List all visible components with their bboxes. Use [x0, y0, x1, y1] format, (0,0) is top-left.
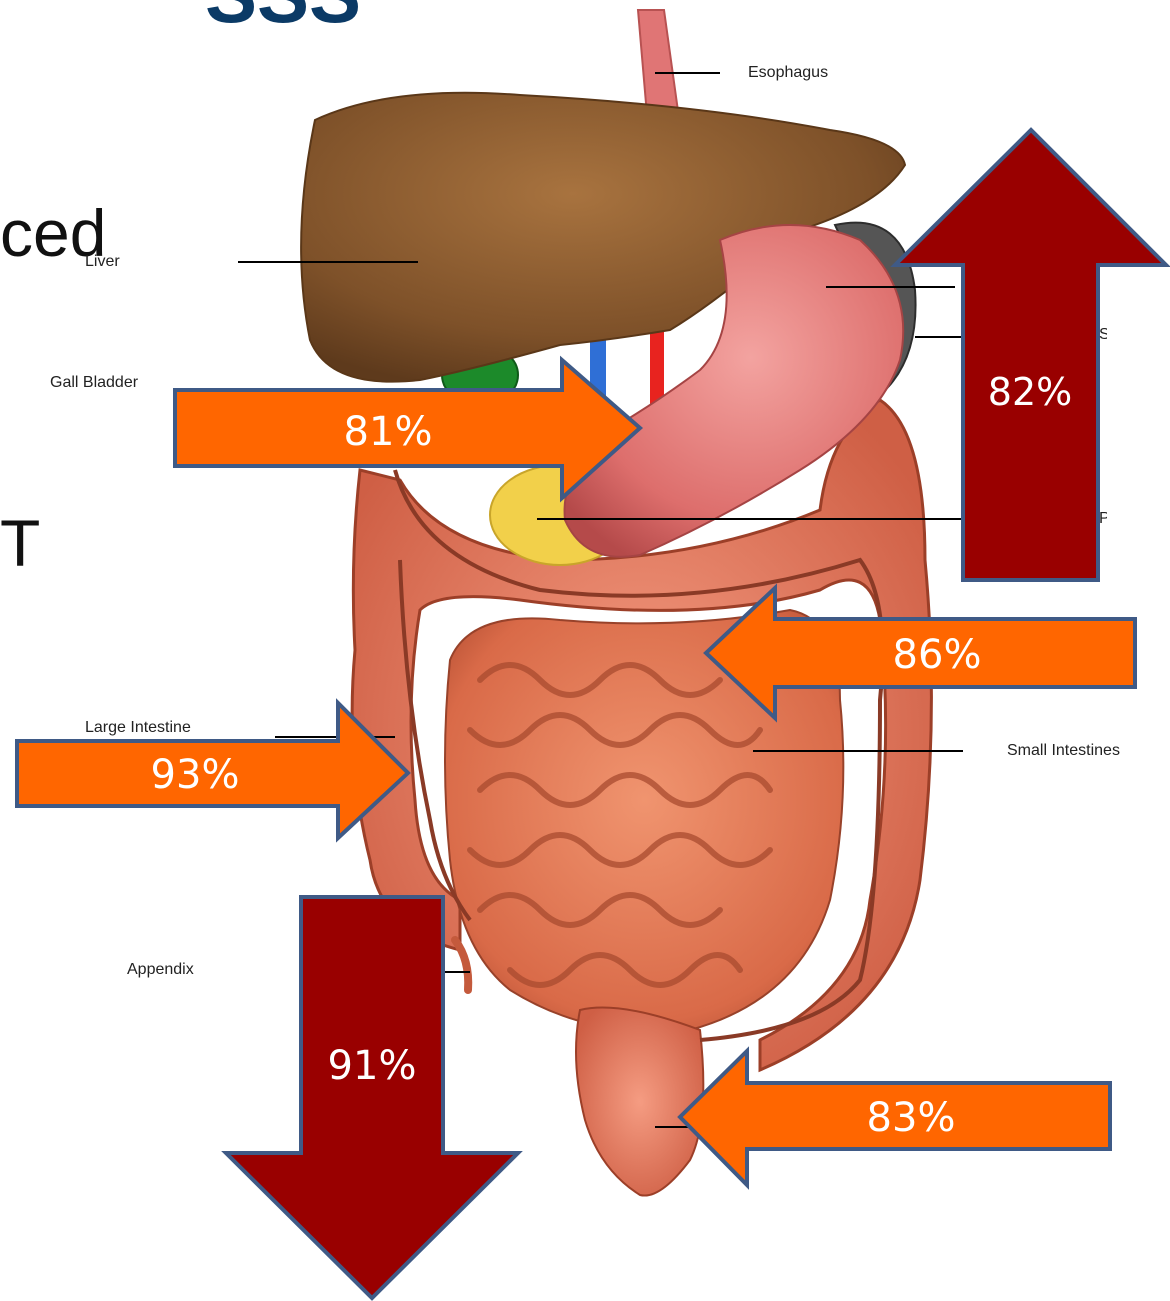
label-pancreas: Pancreas [1099, 511, 1107, 527]
label-appendix: Appendix [127, 962, 194, 978]
label-large-intestine: Large Intestine [85, 720, 191, 736]
arrow-up-stomach [895, 130, 1166, 580]
arrow-value-up-stomach: 82% [988, 373, 1072, 411]
arrow-value-left-rectum: 83% [867, 1098, 956, 1138]
appendix [455, 940, 468, 990]
arrow-down-appendix [226, 897, 518, 1298]
label-esophagus: Esophagus [748, 65, 828, 81]
label-gall-bladder: Gall Bladder [50, 375, 138, 391]
label-liver: Liver [85, 254, 120, 270]
arrow-value-right-large-intestine: 93% [151, 755, 240, 795]
arrow-value-down-appendix: 91% [328, 1046, 417, 1086]
arrow-value-left-small-intestines: 86% [893, 635, 982, 675]
rectum [576, 1008, 703, 1196]
arrow-value-right-gall-bladder: 81% [344, 412, 433, 452]
label-small-intestines: Small Intestines [1007, 743, 1120, 759]
label-stomach: Stomach [1099, 327, 1107, 343]
